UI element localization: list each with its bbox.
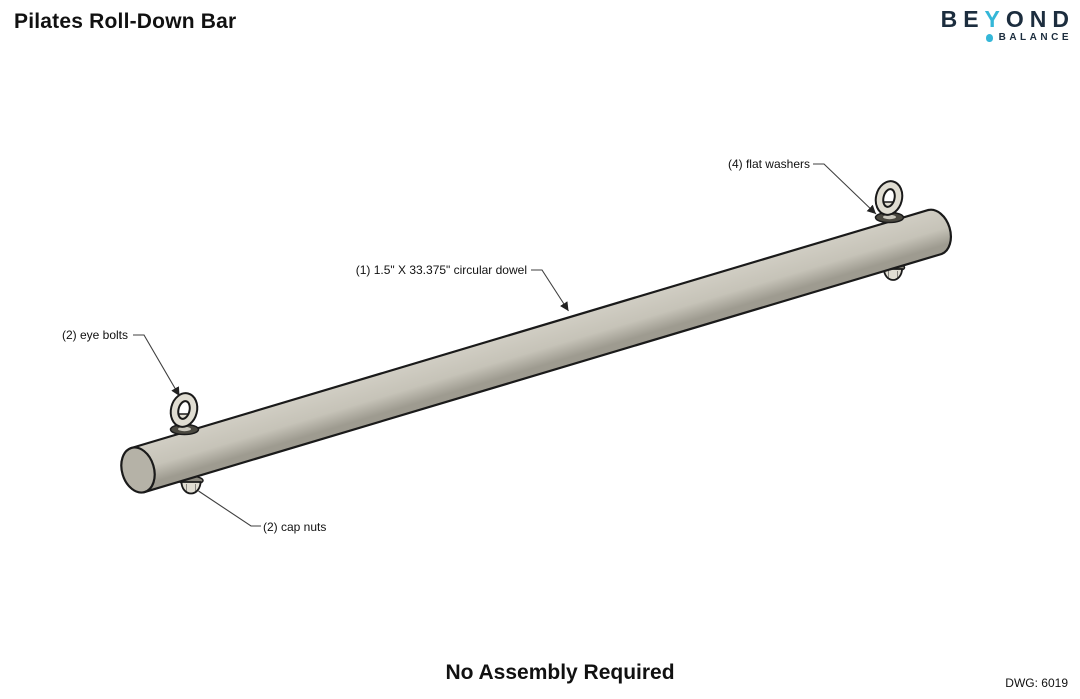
label-cap-nuts: (2) cap nuts	[263, 520, 327, 534]
label-eye-bolts: (2) eye bolts	[61, 328, 128, 342]
leader-cap-nuts	[198, 490, 261, 527]
logo-word-accent: Y	[984, 6, 1006, 32]
eye-bolt-right	[874, 180, 905, 224]
logo-subtitle-row: BALANCE	[985, 32, 1072, 43]
leader-flat-washers	[813, 163, 877, 215]
leader-dowel	[531, 269, 569, 312]
assembly-note: No Assembly Required	[445, 661, 675, 684]
page-title: Pilates Roll-Down Bar	[14, 10, 237, 33]
dowel-end-cap	[120, 446, 156, 494]
drawing-number: DWG: 6019	[1005, 676, 1068, 690]
leader-eye-bolts	[133, 334, 180, 397]
logo-word-start: BE	[940, 6, 985, 32]
label-flat-washers: (4) flat washers	[727, 157, 810, 171]
label-circular-dowel: (1) 1.5" X 33.375" circular dowel	[355, 263, 527, 277]
logo-dot-icon	[985, 34, 993, 42]
dowel-bar	[121, 208, 952, 494]
beyond-balance-logo: BEYOND BALANCE	[941, 8, 1069, 43]
cap-nut-left	[178, 475, 204, 495]
logo-subtitle: BALANCE	[998, 32, 1072, 43]
eye-bolt-left	[169, 392, 200, 436]
logo-wordmark: BEYOND	[941, 8, 1075, 31]
logo-word-end: OND	[1005, 6, 1075, 32]
